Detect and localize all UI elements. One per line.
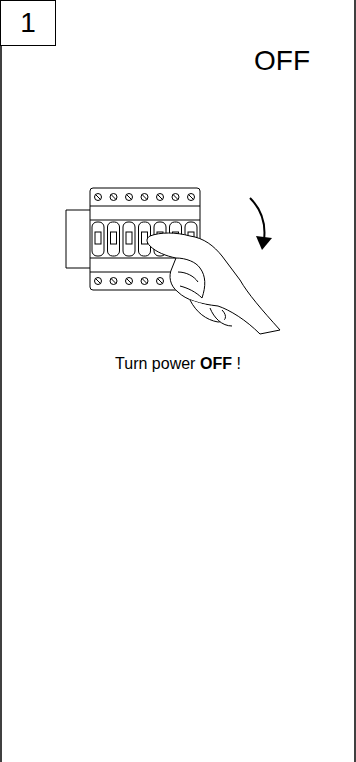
hand — [147, 233, 280, 334]
step-number: 1 — [20, 7, 36, 39]
step-number-box: 1 — [0, 0, 56, 46]
down-arrow — [250, 198, 272, 250]
panel-border — [354, 0, 356, 762]
din-rail — [66, 210, 90, 268]
instruction-emphasis: OFF — [200, 355, 232, 373]
panel-border — [0, 0, 2, 762]
state-text: OFF — [254, 45, 310, 77]
instruction-text: Turn power — [115, 355, 195, 373]
instruction-text: ! — [236, 355, 240, 373]
